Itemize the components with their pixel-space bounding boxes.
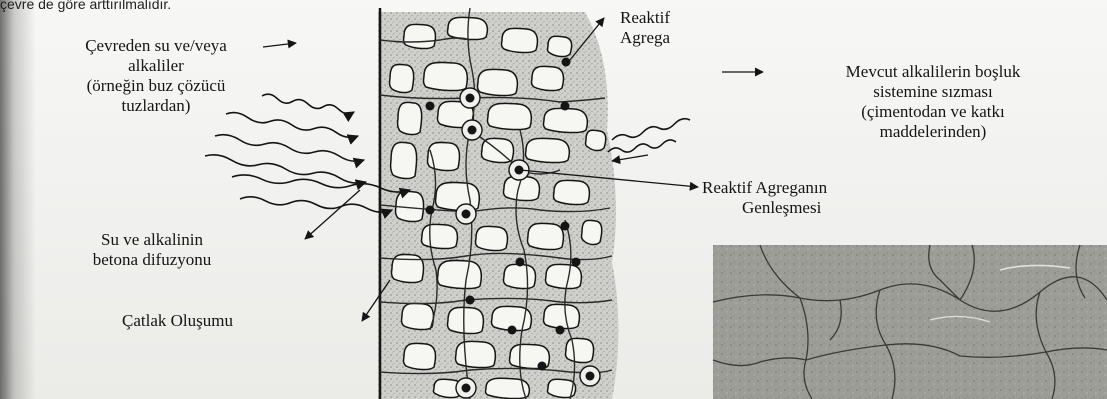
- reactive-grain: [561, 222, 570, 231]
- aggregate-stone: [586, 130, 606, 150]
- label-environment-alkali: Çevreden su ve/veya alkaliler (örneğin b…: [22, 36, 290, 116]
- aggregate-stone: [404, 343, 436, 369]
- label-reactive-aggregate-line2: Agrega: [620, 28, 670, 48]
- label-aggregate-expansion: Reaktif Agreganın Genleşmesi: [702, 178, 827, 218]
- water-wave-arrow: [240, 197, 392, 212]
- aggregate-stone: [391, 142, 417, 178]
- label-existing-alkali-line4: maddelerinden): [760, 122, 1106, 142]
- reactive-grain: [572, 258, 581, 267]
- reactive-grain: [562, 58, 571, 67]
- reactive-grain: [508, 326, 517, 335]
- aggregate-stone: [402, 303, 434, 329]
- aggregate-stone: [476, 226, 508, 250]
- aggregate-stone: [554, 180, 590, 204]
- reactive-grain: [538, 362, 547, 371]
- aggregate-stone: [582, 220, 602, 244]
- reactive-grain: [586, 372, 595, 381]
- arrow-water-diffusion: [305, 190, 360, 239]
- label-environment-alkali-line4: tuzlardan): [22, 96, 290, 116]
- reactive-grain: [462, 210, 471, 219]
- label-existing-alkali-line3: (çimentodan ve katkı: [760, 102, 1106, 122]
- label-environment-alkali-line2: alkaliler: [22, 56, 290, 76]
- aggregate-stone: [548, 36, 572, 56]
- alkali-wave-line: [608, 140, 676, 152]
- reactive-grain: [462, 384, 471, 393]
- label-crack-formation: Çatlak Oluşumu: [122, 311, 233, 331]
- label-water-diffusion-line1: Su ve alkalinin: [22, 230, 282, 250]
- aggregate-stone: [502, 28, 538, 52]
- reactive-grain: [466, 94, 475, 103]
- aggregate-stone: [544, 304, 580, 328]
- label-environment-alkali-line1: Çevreden su ve/veya: [22, 36, 290, 56]
- internal-alkali-waves: [608, 119, 690, 152]
- aggregate-stone: [478, 69, 518, 95]
- aggregate-stone: [422, 224, 458, 248]
- aggregate-stone: [566, 338, 594, 362]
- aggregate-stone: [532, 66, 564, 90]
- aggregate-stone: [448, 307, 484, 333]
- aggregate-stone: [456, 341, 496, 367]
- water-wave-arrow: [205, 155, 366, 183]
- aggregate-stone: [404, 24, 436, 48]
- aggregate-stone: [438, 260, 482, 288]
- aggregate-stone: [526, 138, 570, 162]
- aggregate-stone: [504, 264, 536, 288]
- label-aggregate-expansion-line2: Genleşmesi: [702, 198, 827, 218]
- reactive-grain: [556, 326, 565, 335]
- alkali-wave-line: [612, 119, 690, 140]
- label-water-diffusion-line2: betona difuzyonu: [22, 250, 282, 270]
- reactive-grain: [466, 296, 475, 305]
- label-existing-alkali: Mevcut alkalilerin boşluk sistemine sızm…: [760, 62, 1106, 142]
- reactive-grain: [426, 206, 435, 215]
- label-existing-alkali-line2: sistemine sızması: [760, 82, 1106, 102]
- label-aggregate-expansion-line1: Reaktif Agreganın: [702, 178, 827, 198]
- reactive-grain: [426, 102, 435, 111]
- label-reactive-aggregate: Reaktif Agrega: [620, 8, 670, 48]
- aggregate-stone: [488, 103, 532, 129]
- reactive-grain: [561, 102, 570, 111]
- aggregate-stone: [398, 102, 422, 134]
- label-environment-alkali-line3: (örneğin buz çözücü: [22, 76, 290, 96]
- label-reactive-aggregate-line1: Reaktif: [620, 8, 670, 28]
- aggregate-stone: [390, 64, 414, 92]
- water-wave-arrow: [226, 113, 358, 138]
- label-existing-alkali-line1: Mevcut alkalilerin boşluk: [760, 62, 1106, 82]
- reactive-grain: [516, 258, 525, 267]
- cracked-concrete-photo: [713, 245, 1107, 399]
- aggregate-stone: [544, 108, 588, 132]
- arrow-existing-alkali-2: [612, 155, 648, 161]
- aggregate-stone: [546, 264, 582, 288]
- aggregate-stone: [528, 223, 564, 249]
- reactive-grain: [468, 126, 477, 135]
- label-water-diffusion: Su ve alkalinin betona difuzyonu: [22, 230, 282, 270]
- water-wave-arrow: [215, 135, 364, 162]
- aggregate-stone: [424, 62, 468, 90]
